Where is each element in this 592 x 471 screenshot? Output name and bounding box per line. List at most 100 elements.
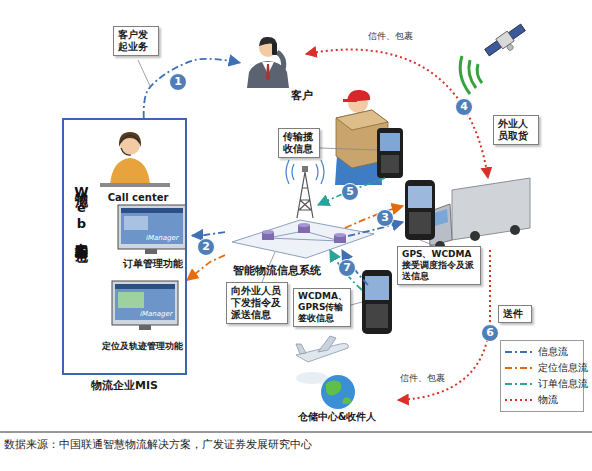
callout-number: 2 — [197, 238, 215, 256]
window-panel — [124, 216, 148, 230]
legend-item: 信息流 — [504, 344, 580, 360]
phone-keypad — [381, 155, 399, 173]
phone — [272, 43, 277, 55]
caption-rule — [0, 432, 592, 433]
flow-connector — [187, 255, 225, 280]
flow-connector — [144, 59, 240, 118]
microphone — [121, 148, 131, 155]
continent — [326, 380, 341, 395]
customer-figure — [247, 37, 289, 88]
phone-keypad — [409, 212, 431, 234]
callout-number: 3 — [376, 209, 394, 227]
node-text: 送件 — [503, 308, 527, 320]
monitor — [118, 205, 186, 254]
destination-figure: 仓储中心&收件人 — [285, 335, 389, 423]
map-panel — [118, 292, 144, 308]
network-platform — [232, 220, 374, 258]
legend-sample — [504, 364, 534, 372]
signal-wave — [286, 160, 324, 184]
callout-number: 4 — [455, 98, 473, 116]
phone-body — [377, 128, 403, 178]
phone-body — [405, 180, 435, 240]
satellite-dish — [506, 43, 514, 51]
server — [334, 233, 346, 237]
airplane-tail — [296, 344, 306, 354]
legend-line — [505, 367, 533, 369]
legend-sample — [504, 396, 534, 404]
flow-note: 信件、包裹 — [400, 372, 445, 385]
monitor-frame — [118, 205, 186, 249]
monitor-frame — [112, 281, 178, 325]
hair — [119, 132, 141, 147]
antenna — [302, 166, 308, 172]
legend-item: 物流 — [504, 392, 580, 408]
parcel-top — [336, 110, 388, 130]
node-text: GPS、WCDMA接受调度指令及派送信息 — [402, 249, 476, 282]
mobile-phone — [405, 180, 435, 240]
node-text: 客户发起业务 — [118, 29, 154, 53]
tower-frame — [297, 172, 313, 218]
mis-frame: 物流Web客户端的三个角色物流企业MISCall center订单管理功能定位及… — [62, 118, 187, 375]
call-center-agent — [100, 132, 170, 187]
callout-box: WCDMA、GPRS传输签收信息 — [293, 288, 351, 327]
cap-brim — [343, 99, 357, 102]
role-figure: Call center — [94, 128, 182, 204]
monitor — [112, 281, 178, 330]
node-text: 传输揽收信息 — [283, 131, 315, 155]
legend-text: 定位信息流 — [538, 362, 588, 375]
legend-sample — [504, 380, 534, 388]
legend-text: 信息流 — [538, 346, 568, 359]
airplane-wing — [318, 336, 336, 352]
phone-screen — [408, 186, 432, 208]
node-text: Call center — [94, 192, 182, 204]
satellite — [484, 22, 530, 62]
callout-box: 外业人员取货 — [493, 115, 539, 145]
truck — [428, 178, 530, 251]
server — [262, 230, 274, 234]
flow-note: 信件、包裹 — [368, 30, 413, 43]
tie — [266, 64, 270, 81]
callout-box: 送件 — [498, 305, 532, 323]
window-bar — [115, 284, 175, 289]
legend-text: 订单信息流 — [538, 378, 588, 391]
legend-item: 定位信息流 — [504, 360, 580, 376]
callout-box: 客户发起业务 — [113, 26, 159, 56]
order-flow — [318, 178, 385, 205]
globe — [321, 375, 355, 409]
node-text: 智能物流信息系统 — [233, 264, 321, 277]
window-bar — [121, 208, 183, 213]
cloud — [296, 372, 328, 384]
node-text: 客户 — [291, 89, 313, 102]
node-text: WCDMA、GPRS传输签收信息 — [298, 291, 346, 324]
logistics-flow — [306, 50, 488, 178]
flow-connector — [192, 232, 225, 236]
phone-body — [362, 270, 392, 334]
node-text: 定位及轨迹管理功能 — [97, 340, 187, 352]
screen-text: iManager — [146, 234, 179, 242]
wheel — [510, 225, 520, 235]
legend-item: 订单信息流 — [504, 376, 580, 392]
monitor-stand — [145, 249, 157, 254]
radio-tower — [286, 160, 324, 218]
callout-box: GPS、WCDMA接受调度指令及派送信息 — [397, 246, 481, 285]
body — [110, 158, 150, 185]
person-figure: 客户 — [240, 28, 315, 102]
desk — [100, 183, 170, 187]
legend-text: 物流 — [538, 394, 558, 407]
server — [298, 223, 310, 227]
callout-number: 6 — [481, 324, 499, 342]
legend-line — [505, 351, 533, 353]
phone-screen — [380, 133, 400, 151]
screen-text: iManager — [140, 310, 173, 318]
node-text: 仓储中心&收件人 — [285, 411, 389, 423]
node-text: 订单管理功能 — [114, 258, 192, 270]
monitor-stand — [139, 325, 151, 330]
headset — [120, 136, 140, 144]
node-text: 向外业人员下发指令及派送信息 — [231, 285, 283, 321]
signal-wave — [477, 64, 482, 83]
airplane-globe — [296, 336, 355, 409]
monitor-screen — [121, 208, 183, 244]
wheel — [470, 231, 480, 241]
monitor-screen — [115, 284, 175, 320]
